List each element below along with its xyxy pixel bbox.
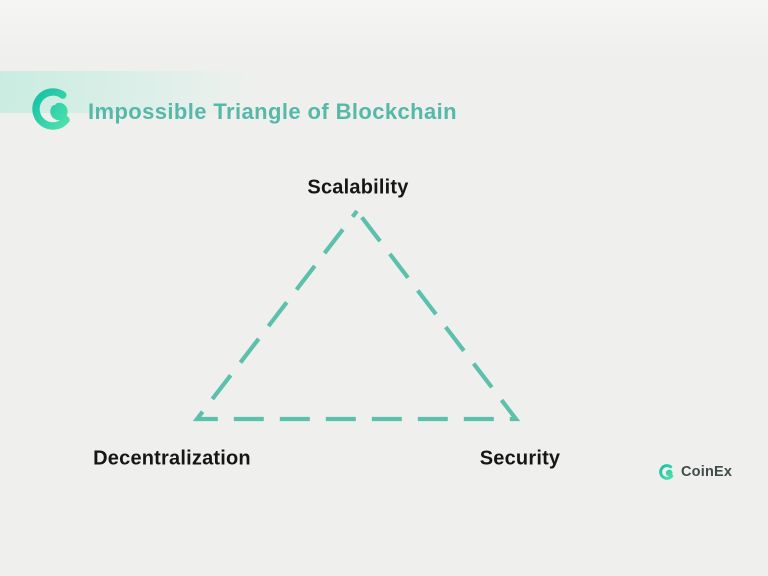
vertex-label-scalability: Scalability [307,176,409,199]
vertex-label-security: Security [479,447,561,470]
coinex-logo-icon [32,88,70,130]
coinex-brand-icon [659,463,674,480]
triangle-dashed-edges [192,207,521,422]
coinex-brand-logo: CoinEx [658,462,732,481]
vertex-label-decentralization: Decentralization [93,447,251,470]
coinex-brand-text: CoinEx [681,463,733,480]
page-title: Impossible Triangle of Blockchain [88,99,457,124]
